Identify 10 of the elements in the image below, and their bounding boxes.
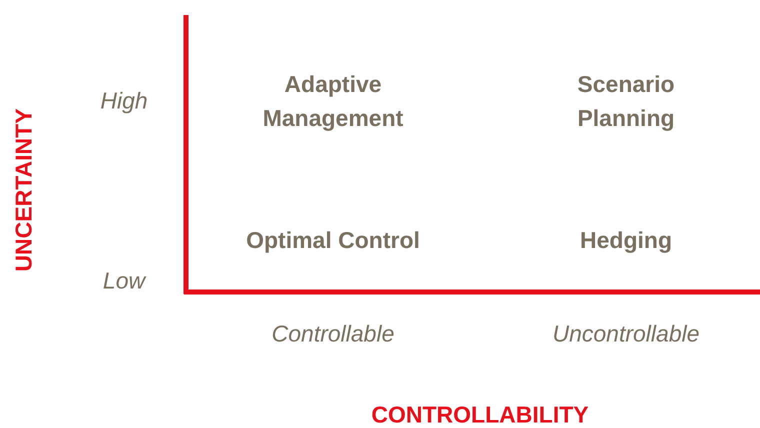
quadrant-label: Adaptive Management xyxy=(262,70,404,133)
tick-label: Low xyxy=(102,268,146,294)
tick-label: High xyxy=(100,88,148,114)
axis-title: UNCERTAINTY xyxy=(10,108,38,272)
quadrant-label: Hedging xyxy=(579,226,673,255)
tick-label: Controllable xyxy=(272,320,394,348)
axis-title: CONTROLLABILITY xyxy=(371,402,589,428)
quadrant-label: Scenario Planning xyxy=(576,70,676,133)
quadrant-label: Optimal Control xyxy=(245,226,421,255)
tick-label: Uncontrollable xyxy=(552,320,700,348)
